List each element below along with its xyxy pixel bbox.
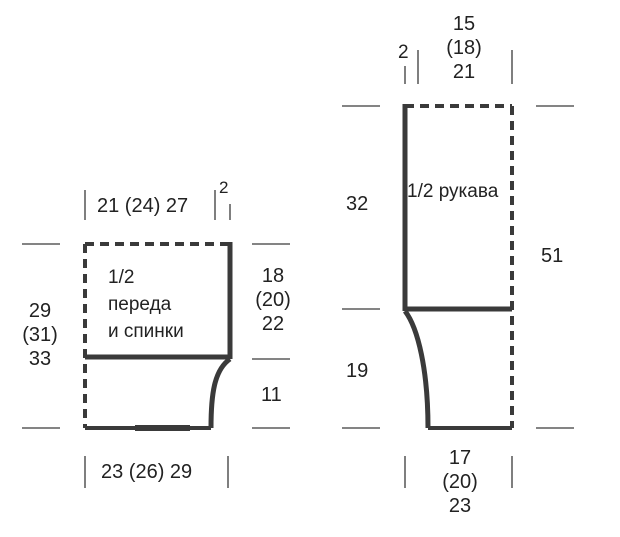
body-piece-label-line: переда — [108, 294, 172, 315]
sleeve-side-curve — [402, 309, 431, 429]
sleeve-top-edge-label: 2 — [398, 42, 409, 63]
sleeve-top-width-line: (18) — [446, 37, 482, 59]
body-top-edge-label: 2 — [219, 178, 229, 197]
body-total-height-line: 33 — [28, 348, 52, 370]
sleeve-bottom-width-line: (20) — [442, 471, 478, 493]
sleeve-upper-height-label: 32 — [346, 193, 369, 215]
sleeve-bottom-width-label: 17 (20) 23 — [430, 446, 490, 518]
sleeve-top-width-line: 21 — [452, 61, 476, 83]
body-total-height-label: 29 (31) 33 — [12, 299, 68, 371]
body-upper-height-label: 18 (20) 22 — [246, 264, 300, 336]
sleeve-top-width-label: 15 (18) 21 — [434, 12, 494, 84]
sleeve-top-width-line: 15 — [452, 13, 476, 35]
sleeve-label: 1/2 рукава — [407, 181, 499, 202]
sleeve-bottom-width-line: 23 — [448, 495, 472, 517]
body-top-width-label: 21 (24) 27 — [97, 195, 189, 217]
body-piece-label-line: и спинки — [108, 321, 184, 342]
sleeve-lower-height-label: 19 — [346, 360, 369, 382]
body-piece-label-line: 1/2 — [108, 267, 135, 288]
sleeve-total-height-label: 51 — [541, 245, 564, 267]
body-total-height-line: 29 — [28, 300, 52, 322]
body-side-curve — [208, 356, 232, 429]
body-upper-height-line: 22 — [261, 313, 285, 335]
sleeve-bottom-width-line: 17 — [448, 447, 472, 469]
body-lower-height-label: 11 — [261, 384, 282, 406]
body-bottom-width-label: 23 (26) 29 — [101, 461, 193, 483]
body-upper-height-line: (20) — [255, 289, 291, 311]
body-upper-height-line: 18 — [261, 265, 285, 287]
body-piece-label: 1/2 переда и спинки — [108, 264, 184, 345]
body-total-height-line: (31) — [22, 324, 58, 346]
